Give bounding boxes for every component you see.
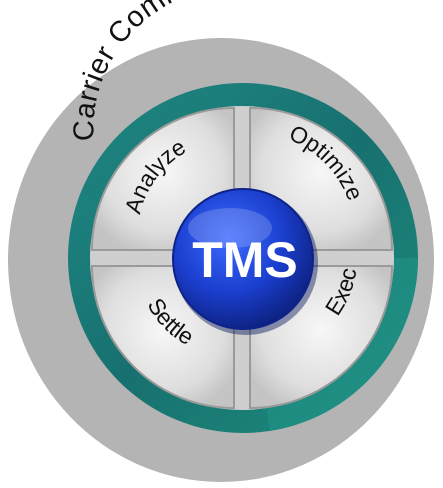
center-hub-highlight bbox=[188, 208, 272, 248]
center-hub bbox=[172, 188, 314, 330]
center-label: TMS bbox=[192, 232, 298, 288]
